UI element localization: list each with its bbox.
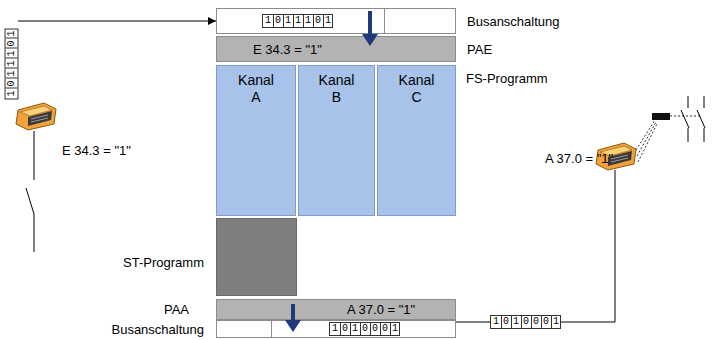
contact-symbol xyxy=(681,96,689,142)
process-image-band: A 37.0 = "1"PAA xyxy=(216,299,456,320)
group-label: FS-Programm xyxy=(466,71,548,86)
bit-string: 1011101 xyxy=(262,14,333,28)
divider-line xyxy=(271,321,272,337)
contactor-coil xyxy=(652,113,670,120)
bit-pattern: 1010001 xyxy=(329,322,400,336)
data-flow-arrow xyxy=(362,11,378,46)
band-label: PAA xyxy=(164,302,189,317)
bit-pattern: 1011101 xyxy=(262,14,333,28)
band-label: Busanschaltung xyxy=(467,14,560,29)
standard-program-box: ST-Programm xyxy=(216,218,297,296)
wire xyxy=(34,131,35,180)
bit-pattern: 1011101 xyxy=(4,28,18,99)
contact-symbol xyxy=(697,96,705,142)
dotted-wire xyxy=(670,116,702,117)
io-device-icon xyxy=(16,103,56,130)
signal-value: E 34.3 = "1" xyxy=(62,143,131,158)
channel-box: Kanal C xyxy=(377,65,456,216)
bit-string: 1010001 xyxy=(490,315,561,329)
channel-box: Kanal A xyxy=(216,65,296,216)
process-image-band: E 34.3 = "1"PAE xyxy=(216,36,456,62)
bit-pattern: 1010001 xyxy=(490,315,561,329)
bus-interface-band: Busanschaltung1011101 xyxy=(216,8,456,34)
data-flow-arrow xyxy=(285,304,301,332)
signal-value: A 37.0 = "1" xyxy=(347,302,415,317)
connector xyxy=(18,21,216,22)
wire xyxy=(34,214,35,252)
switch-contact xyxy=(26,188,34,214)
bit-string: 1010001 xyxy=(329,322,400,336)
bus-interface-band: Busanschaltung1010001 xyxy=(216,320,456,338)
program-label: ST-Programm xyxy=(123,255,204,270)
divider-line xyxy=(384,9,385,33)
channel-label: Kanal B xyxy=(314,72,360,106)
signal-value: E 34.3 = "1" xyxy=(253,42,322,57)
bit-string: 1011101 xyxy=(4,28,18,99)
dotted-wire xyxy=(636,120,657,162)
channel-label: Kanal A xyxy=(233,72,279,106)
wire xyxy=(560,170,615,322)
band-label: Busanschaltung xyxy=(111,322,204,337)
signal-value: A 37.0 = "1" xyxy=(545,151,613,166)
band-label: PAE xyxy=(467,42,492,57)
connector xyxy=(456,322,490,323)
channel-label: Kanal C xyxy=(394,72,440,106)
channel-box: Kanal B xyxy=(298,65,375,216)
